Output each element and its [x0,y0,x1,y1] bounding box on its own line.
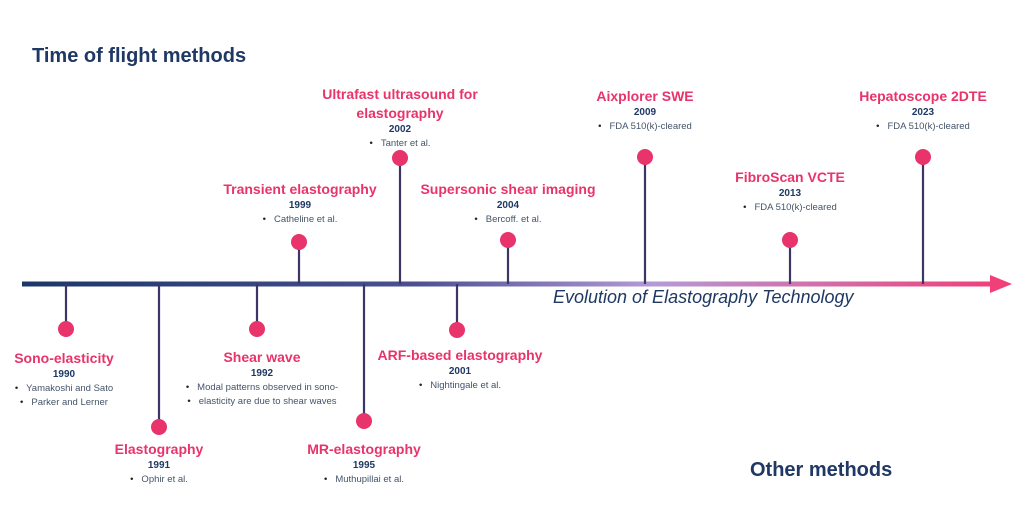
event-title: elastography [356,105,444,121]
event-note: Muthupillai et al. [307,473,421,487]
axis-label: Evolution of Elastography Technology [553,287,854,307]
event-title: Aixplorer SWE [596,88,694,104]
event-notes: Muthupillai et al. [307,473,421,487]
other-methods-heading: Other methods [750,459,893,481]
event-label: ARF-based elastography 2001Nightingale et… [378,346,543,393]
event-title: MR-elastography [307,441,421,457]
event-notes: FDA 510(k)-cleared [596,120,693,134]
event-label: MR-elastography 1995Muthupillai et al. [307,440,421,487]
event-marker [637,149,653,165]
event-marker [392,150,408,166]
event-year: 1990 [52,369,76,380]
event-label: Transient elastography 1999Catheline et a… [223,180,376,227]
event-title: Ultrafast ultrasound for [322,86,478,102]
event-title: FibroScan VCTE [735,169,845,185]
event-notes: Nightingale et al. [378,379,543,393]
event-note: Modal patterns observed in sono- [186,381,338,395]
time-of-flight-heading: Time of flight methods [32,45,247,67]
event-label: Ultrafast ultrasound for elastography 2002… [322,85,478,151]
event-marker [291,234,307,250]
timeline-arrowhead [990,275,1012,293]
event-label: Shear wave 1992Modal patterns observed in… [186,348,338,408]
event-year: 2023 [911,107,935,118]
event-year: 2002 [388,124,412,135]
event-marker [58,321,74,337]
event-notes: Tanter et al. [322,137,478,151]
event-label: Aixplorer SWE 2009FDA 510(k)-cleared [596,87,693,134]
event-marker [151,419,167,435]
event-notes: Yamakoshi and SatoParker and Lerner [14,382,114,409]
event-marker [500,232,516,248]
event-marker [249,321,265,337]
event-title: Shear wave [223,349,301,365]
event-marker [356,413,372,429]
event-note: Ophir et al. [115,473,204,487]
event-note: elasticity are due to shear waves [186,395,338,409]
event-note: FDA 510(k)-cleared [596,120,693,134]
event-marker [782,232,798,248]
event-note: Catheline et al. [223,213,376,227]
event-notes: Catheline et al. [223,213,376,227]
event-year: 1991 [147,460,171,471]
event-notes: FDA 510(k)-cleared [859,120,987,134]
event-notes: Ophir et al. [115,473,204,487]
event-label: Supersonic shear imaging 2004Bercoff. et … [420,180,595,227]
event-notes: Bercoff. et al. [420,213,595,227]
event-year: 2004 [496,200,520,211]
event-year: 1999 [288,200,312,211]
event-notes: FDA 510(k)-cleared [735,201,845,215]
event-note: Bercoff. et al. [420,213,595,227]
event-title: Transient elastography [223,181,377,197]
event-label: FibroScan VCTE 2013FDA 510(k)-cleared [735,168,845,215]
event-year: 2013 [778,188,802,199]
event-marker [915,149,931,165]
event-note: FDA 510(k)-cleared [859,120,987,134]
event-marker [449,322,465,338]
event-title: ARF-based elastography [377,347,543,363]
event-year: 2001 [448,366,472,377]
event-label: Hepatoscope 2DTE 2023FDA 510(k)-cleared [859,87,987,134]
event-note: Parker and Lerner [14,396,114,410]
event-label: Elastography 1991Ophir et al. [115,440,204,487]
event-title: Sono-elasticity [14,350,114,366]
event-year: 2009 [633,107,657,118]
event-notes: Modal patterns observed in sono-elastici… [186,381,338,408]
event-note: Yamakoshi and Sato [14,382,114,396]
event-title: Supersonic shear imaging [420,181,596,197]
event-note: Tanter et al. [322,137,478,151]
event-year: 1995 [352,460,376,471]
event-title: Elastography [114,441,204,457]
event-title: Hepatoscope 2DTE [859,88,987,104]
event-label: Sono-elasticity 1990Yamakoshi and SatoPar… [14,349,114,409]
event-year: 1992 [250,368,274,379]
event-note: Nightingale et al. [378,379,543,393]
event-note: FDA 510(k)-cleared [735,201,845,215]
